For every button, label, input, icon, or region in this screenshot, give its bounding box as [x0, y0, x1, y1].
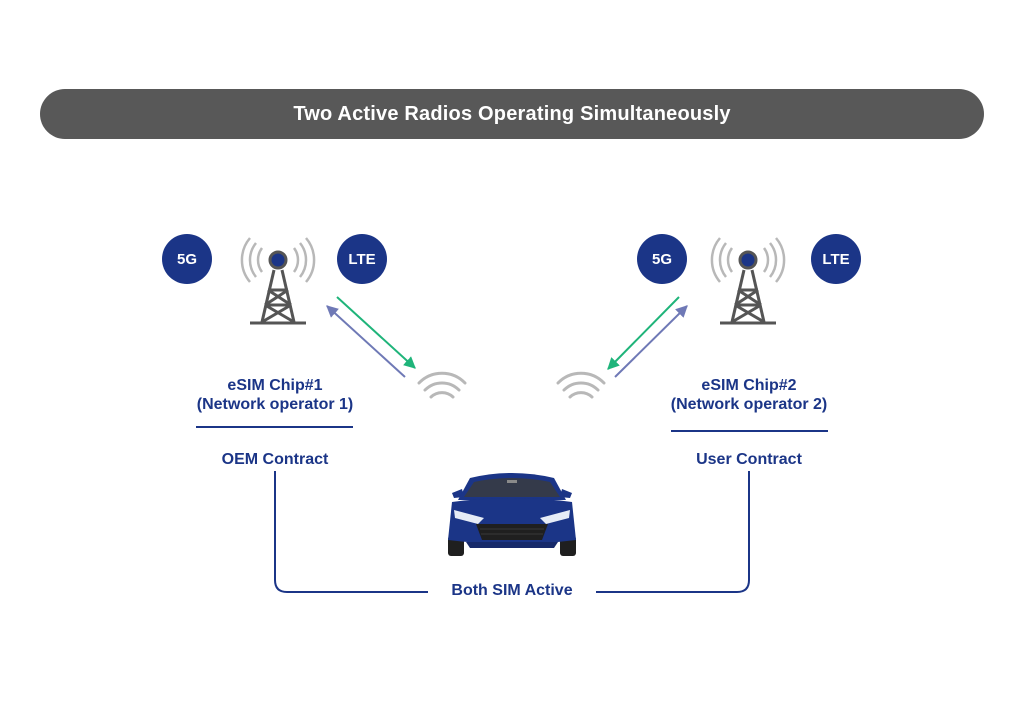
- left-downlink-arrow: [336, 296, 416, 369]
- left-chip-operator: (Network operator 1): [196, 396, 354, 413]
- right-downlink-arrow: [607, 296, 680, 370]
- right-divider: [671, 430, 828, 432]
- right-lte-badge: LTE: [811, 234, 861, 284]
- both-sim-active-label: Both SIM Active: [428, 580, 596, 602]
- right-5g-badge: 5G: [637, 234, 687, 284]
- right-tower-icon: [710, 237, 786, 325]
- left-contract-label: OEM Contract: [221, 451, 329, 468]
- car-icon: [448, 473, 576, 556]
- title-bar: Two Active Radios Operating Simultaneous…: [40, 89, 984, 139]
- left-5g-badge: 5G: [162, 234, 212, 284]
- right-signal-icon: [556, 371, 606, 399]
- page-title: Two Active Radios Operating Simultaneous…: [293, 102, 731, 125]
- left-chip-title: eSIM Chip#1: [227, 377, 323, 394]
- right-chip-label: eSIM Chip#2 (Network operator 2): [634, 376, 864, 414]
- left-uplink-arrow: [326, 305, 406, 378]
- right-contract-label: User Contract: [696, 451, 802, 468]
- right-chip-title: eSIM Chip#2: [701, 377, 797, 394]
- right-chip-operator: (Network operator 2): [670, 396, 828, 413]
- left-lte-badge: LTE: [337, 234, 387, 284]
- left-tower-icon: [240, 237, 316, 325]
- right-uplink-arrow: [614, 305, 688, 378]
- left-chip-label: eSIM Chip#1 (Network operator 1): [160, 376, 390, 414]
- left-signal-icon: [417, 371, 467, 399]
- left-divider: [196, 426, 353, 428]
